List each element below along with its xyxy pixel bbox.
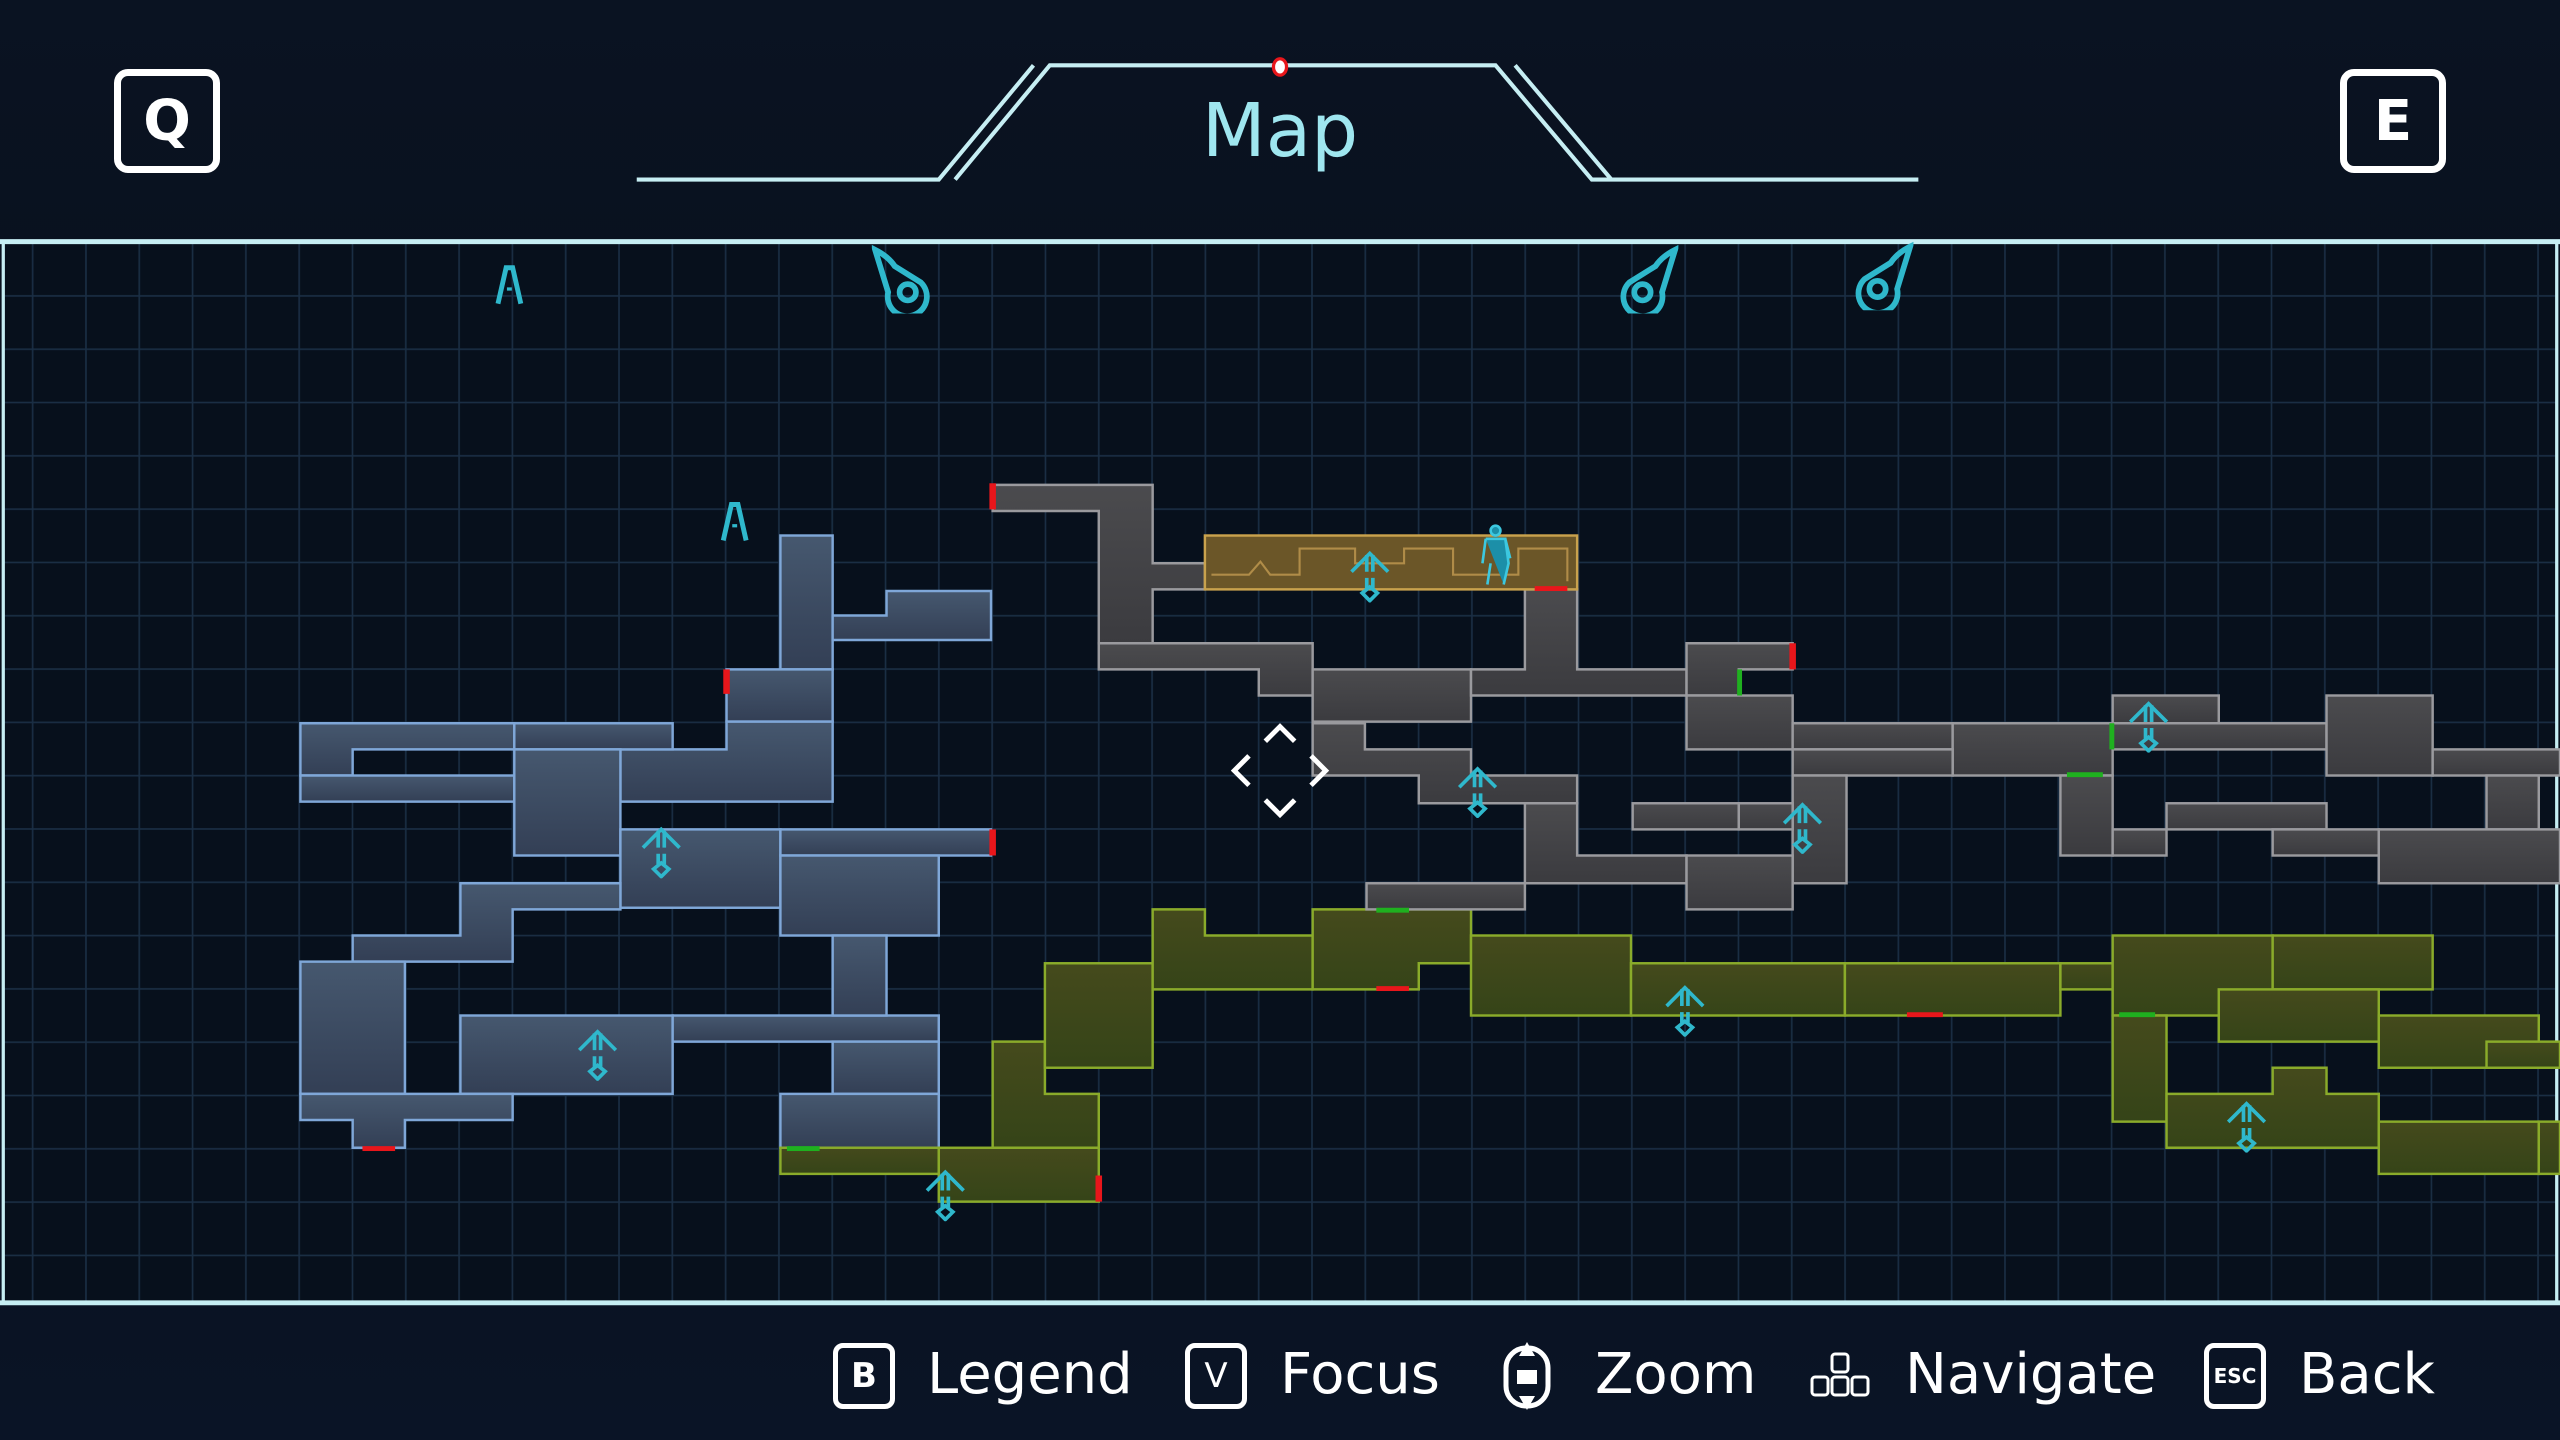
focus-key-label: V <box>1204 1356 1228 1396</box>
legend-label[interactable]: Legend <box>927 1342 1133 1407</box>
region-olive <box>779 908 2560 1203</box>
zoom-label[interactable]: Zoom <box>1595 1342 1757 1407</box>
legend-key-button[interactable]: B <box>833 1343 895 1409</box>
previous-tab-key-button[interactable]: Q <box>114 69 220 173</box>
mouse-wheel-icon[interactable] <box>1502 1340 1552 1412</box>
focus-label[interactable]: Focus <box>1280 1342 1440 1407</box>
player-position-icon <box>1481 524 1512 585</box>
title-frame <box>636 57 1919 182</box>
next-tab-key-label: E <box>2373 88 2413 154</box>
back-label[interactable]: Back <box>2299 1342 2435 1407</box>
legend-key-label: B <box>851 1356 877 1396</box>
back-key-button[interactable]: ESC <box>2204 1343 2266 1409</box>
back-key-label: ESC <box>2213 1364 2257 1388</box>
next-tab-key-button[interactable]: E <box>2340 69 2446 173</box>
focus-key-button[interactable]: V <box>1185 1343 1247 1409</box>
map-cursor-icon[interactable] <box>1230 723 1330 819</box>
wasd-icon[interactable] <box>1809 1352 1871 1398</box>
locked-doors <box>362 483 1943 1202</box>
map-panel[interactable] <box>0 239 2560 1306</box>
region-gray <box>991 483 2560 911</box>
region-blue <box>299 534 993 1149</box>
open-doors <box>786 669 2156 1152</box>
page-title: Map <box>1201 88 1359 174</box>
previous-tab-key-label: Q <box>143 88 191 154</box>
navigate-label[interactable]: Navigate <box>1905 1342 2157 1407</box>
current-room <box>1203 534 1579 591</box>
